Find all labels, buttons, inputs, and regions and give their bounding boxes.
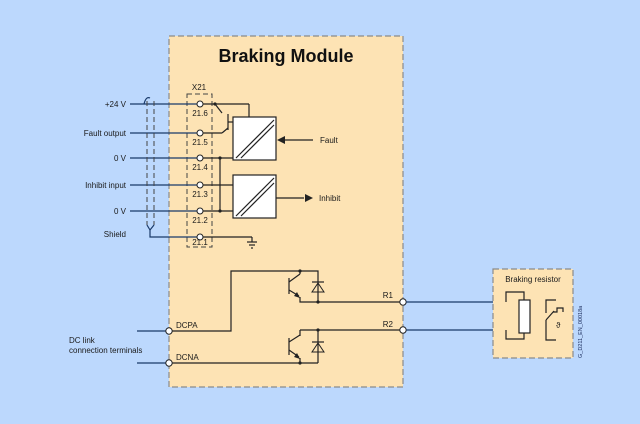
thermal-symbol: ϑ — [556, 321, 561, 330]
connector-x21-box — [186, 93, 213, 248]
figure-id: G_D211_EN_00018a — [578, 305, 584, 358]
signal-label-0v-2: 0 V — [114, 207, 127, 216]
signal-label-0v-1: 0 V — [114, 154, 127, 163]
signal-label-fault-output: Fault output — [84, 129, 127, 138]
resistor-symbol — [505, 291, 531, 340]
terminal-21-4: 21.4 — [192, 163, 208, 172]
thermal-switch — [545, 299, 564, 341]
fault-label: Fault — [320, 136, 339, 145]
signal-lines — [130, 103, 197, 212]
dcna-label: DCNA — [176, 353, 199, 362]
cable-shield — [143, 97, 197, 238]
r2-terminal — [399, 326, 407, 334]
signal-label-shield: Shield — [104, 230, 126, 239]
inhibit-arrow-icon — [305, 194, 313, 202]
inhibit-label: Inhibit — [319, 194, 341, 203]
internal-wiring — [203, 102, 257, 249]
terminal-21-6: 21.6 — [192, 109, 208, 118]
r1-terminal — [399, 298, 407, 306]
signal-label-24v: +24 V — [105, 100, 127, 109]
terminal-21-1: 21.1 — [192, 238, 208, 247]
dc-link-label-2: connection terminals — [69, 346, 142, 355]
terminal-21-5: 21.5 — [192, 138, 208, 147]
resistor-box-border — [492, 268, 574, 359]
connector-label: X21 — [192, 83, 207, 92]
fault-optocoupler — [232, 116, 277, 161]
dcpa-terminal — [165, 327, 173, 335]
dc-link-label-1: DC link — [69, 336, 96, 345]
resistor-title: Braking resistor — [505, 275, 561, 284]
resistor-box — [493, 269, 573, 358]
dcna-terminal — [165, 359, 173, 367]
power-circuit — [172, 269, 400, 365]
fault-arrow-icon — [277, 136, 285, 144]
dcpa-label: DCPA — [176, 321, 198, 330]
terminal-21-3: 21.3 — [192, 190, 208, 199]
r2-label: R2 — [383, 320, 394, 329]
module-title: Braking Module — [218, 46, 353, 66]
r1-label: R1 — [383, 291, 394, 300]
inhibit-optocoupler — [232, 174, 277, 219]
signal-label-inhibit-input: Inhibit input — [85, 181, 127, 190]
terminal-21-2: 21.2 — [192, 216, 208, 225]
